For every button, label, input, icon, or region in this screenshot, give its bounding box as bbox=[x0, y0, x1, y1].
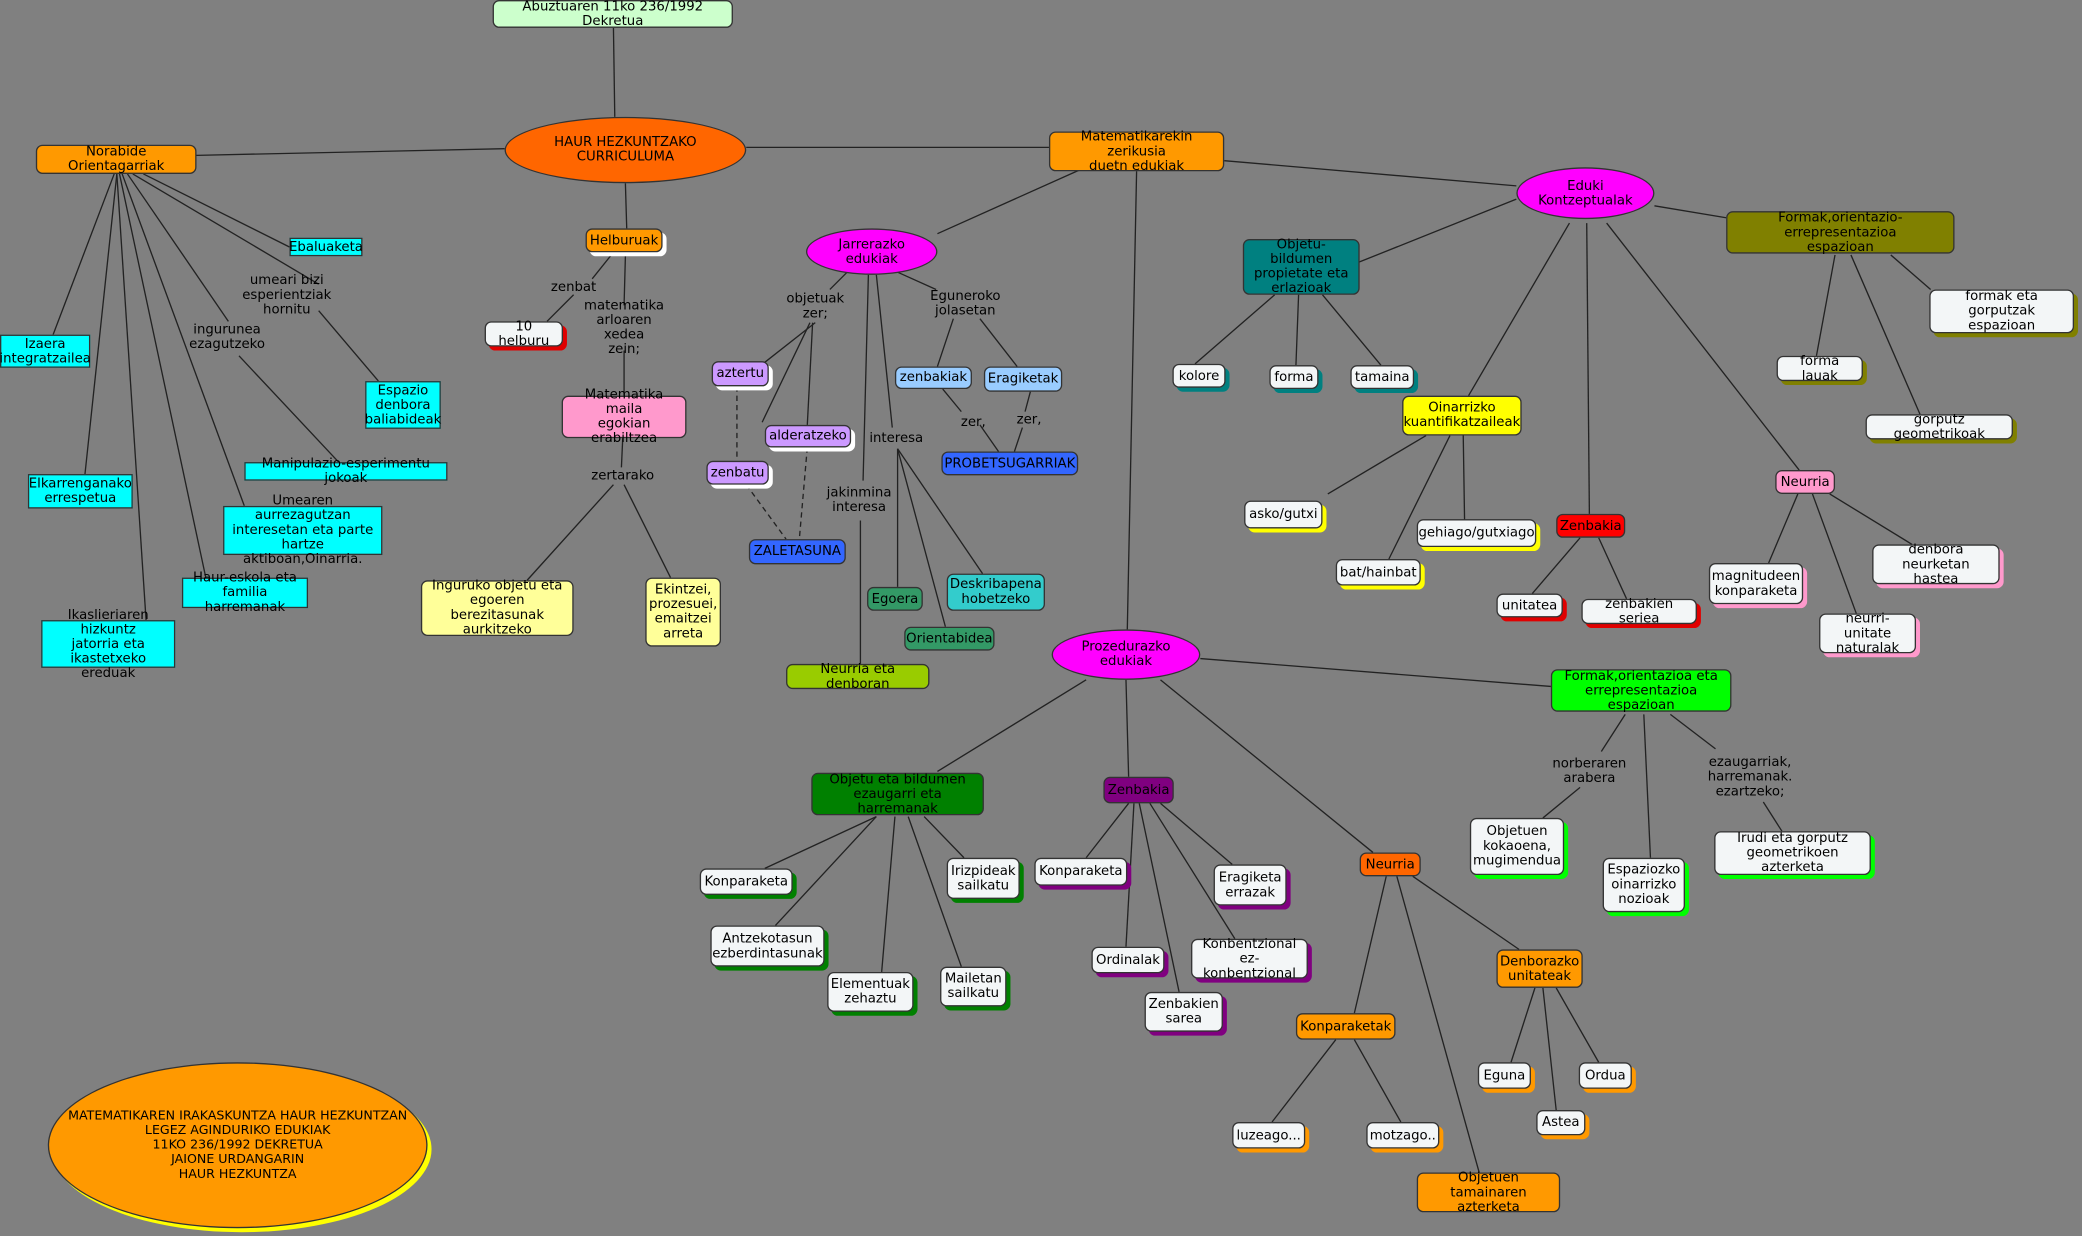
mailetan-node[interactable]: Mailetan sailkatu bbox=[940, 966, 1007, 1007]
obj-properties-node[interactable]: Objetu-bildumen propietate eta erlazioak bbox=[1242, 238, 1360, 296]
label-interesa: interesa bbox=[869, 431, 924, 447]
objectives-node[interactable]: Helburuak bbox=[585, 228, 663, 253]
obj-features-node[interactable]: Objetu eta bildumen ezaugarri eta harrem… bbox=[811, 772, 984, 816]
zaletasuna-node[interactable]: ZALETASUNA bbox=[748, 539, 846, 565]
konbentzional-node[interactable]: Konbentzional ez-konbentzional bbox=[1191, 937, 1308, 981]
eragiketak-node[interactable]: Eragiketak bbox=[983, 366, 1063, 392]
label-ingurunea: ingurunea ezagutzeko bbox=[189, 322, 265, 352]
neurri-unitate-node[interactable]: neurri-unitate naturalak bbox=[1819, 611, 1917, 655]
eragiketa-errazak-node[interactable]: Eragiketa errazak bbox=[1213, 864, 1287, 906]
mutual-respect-node[interactable]: Elkarrenganako errespetua bbox=[27, 474, 133, 509]
konparaketak-node[interactable]: Konparaketak bbox=[1295, 1013, 1396, 1040]
astea-node[interactable]: Astea bbox=[1536, 1110, 1586, 1136]
unitatea-node[interactable]: unitatea bbox=[1496, 593, 1563, 618]
label-objetuak-zer: objetuak zer; bbox=[786, 291, 845, 321]
integrated-node[interactable]: Izaera integratzailea bbox=[0, 334, 91, 368]
shapes-p-node[interactable]: Formak,orientazioa eta errepresentazioa … bbox=[1550, 669, 1732, 712]
espaziozko-node[interactable]: Espaziozko oinarrizko nozioak bbox=[1602, 857, 1685, 913]
probetsugarriak-node[interactable]: PROBETSUGARRIAK bbox=[941, 451, 1079, 476]
egoera-node[interactable]: Egoera bbox=[867, 586, 923, 611]
tamaina-node[interactable]: tamaina bbox=[1350, 365, 1415, 390]
curriculum-node[interactable]: HAUR HEZKUNTZAKO CURRICULUMA bbox=[504, 116, 747, 184]
konparaketa-2-node[interactable]: Konparaketa bbox=[1034, 857, 1128, 886]
flat-shapes-node[interactable]: forma lauak bbox=[1776, 354, 1863, 383]
denborazko-node[interactable]: Denborazko unitateak bbox=[1496, 949, 1583, 988]
irudi-node[interactable]: Irudi eta gorputz geometrikoen azterketa bbox=[1714, 831, 1871, 876]
luzeago-node[interactable]: luzeago... bbox=[1232, 1121, 1306, 1149]
time-measure-node[interactable]: denbora neurketan hastea bbox=[1872, 542, 2000, 586]
orientabidea-node[interactable]: Orientabidea bbox=[904, 626, 995, 651]
actions-node[interactable]: Ekintzei, prozesuei, emaitzei arreta bbox=[645, 577, 721, 647]
zenbakien-seriea-node[interactable]: zenbakien seriea bbox=[1581, 597, 1697, 626]
measure-time-node[interactable]: Neurria eta denboran bbox=[786, 662, 930, 691]
irizpideak-node[interactable]: Irizpideak sailkatu bbox=[946, 857, 1020, 899]
konparaketa-1-node[interactable]: Konparaketa bbox=[699, 868, 793, 895]
label-eguneroko: Eguneroko jolasetan bbox=[930, 289, 1001, 319]
neurria-p-node[interactable]: Neurria bbox=[1359, 852, 1421, 877]
zenbatu-node[interactable]: zenbatu bbox=[706, 460, 769, 485]
forma-node[interactable]: forma bbox=[1269, 365, 1319, 390]
shapes-node[interactable]: Formak,orientazio-errepresentazioa espaz… bbox=[1726, 210, 1955, 254]
kokaoena-node[interactable]: Objetuen kokaoena, mugimendua bbox=[1469, 817, 1565, 876]
conceptual-node[interactable]: Eduki Kontzeptualak bbox=[1516, 167, 1655, 220]
antzekotasun-node[interactable]: Antzekotasun ezberdintasunak bbox=[710, 925, 825, 967]
environment-objects-node[interactable]: Inguruko objetu eta egoeren berezitasuna… bbox=[420, 579, 574, 637]
zenbakiak-node[interactable]: zenbakiak bbox=[894, 366, 972, 390]
label-zenbat: zenbat bbox=[550, 279, 597, 295]
aztertu-node[interactable]: aztertu bbox=[711, 361, 769, 387]
bat-node[interactable]: bat/hainbat bbox=[1335, 559, 1421, 586]
neurria-c-node[interactable]: Neurria bbox=[1775, 470, 1836, 494]
magnitudes-node[interactable]: magnitudeen konparaketa bbox=[1708, 562, 1804, 605]
elementuak-node[interactable]: Elementuak zehaztu bbox=[827, 971, 914, 1012]
zenbakia-c-node[interactable]: Zenbakia bbox=[1556, 513, 1626, 538]
zenbakien-sarea-node[interactable]: Zenbakien sarea bbox=[1144, 991, 1223, 1032]
math-use-node[interactable]: Matematika maila egokian erabiltzea bbox=[561, 388, 687, 446]
zenbakia-p-node[interactable]: Zenbakia bbox=[1103, 776, 1174, 804]
evaluation-node[interactable]: Ebaluaketa bbox=[289, 237, 363, 257]
bodies-node[interactable]: formak eta gorputzak espazioan bbox=[1929, 289, 2075, 334]
ten-objectives-node[interactable]: 10 helburu bbox=[484, 319, 563, 349]
alderatzeko-node[interactable]: alderatzeko bbox=[764, 424, 852, 448]
geo-bodies-node[interactable]: gorputz geometrikoak bbox=[1865, 412, 2013, 441]
student-language-node[interactable]: Ikaslieriaren hizkuntz jatorria eta ikas… bbox=[41, 607, 176, 680]
procedural-node[interactable]: Prozedurazko edukiak bbox=[1051, 629, 1201, 680]
asko-node[interactable]: asko/gutxi bbox=[1244, 500, 1323, 529]
manipulation-node[interactable]: Manipulazio-esperimentu jokoak bbox=[244, 457, 448, 486]
space-time-node[interactable]: Espazio denbora baliabideak bbox=[364, 381, 442, 429]
prior-knowledge-node[interactable]: Umearen aurrezagutzan interesetan eta pa… bbox=[223, 494, 383, 567]
deskribapena-node[interactable]: Deskribapena hobetzeko bbox=[946, 573, 1045, 611]
label-zer-2: zer, bbox=[1016, 412, 1042, 427]
summary-node[interactable]: MATEMATIKAREN IRAKASKUNTZA HAUR HEZKUNTZ… bbox=[47, 1062, 428, 1229]
decree-node[interactable]: Abuztuaren 11ko 236/1992 Dekretua bbox=[492, 0, 733, 29]
label-zertarako: zertarako bbox=[591, 468, 655, 484]
guidelines-node[interactable]: Norabide Orientagarriak bbox=[35, 144, 197, 174]
ordua-node[interactable]: Ordua bbox=[1578, 1062, 1632, 1089]
attitudinal-node[interactable]: Jarrerazko edukiak bbox=[805, 228, 938, 275]
label-umeari: umeari bizi esperientziak hornitu bbox=[242, 272, 332, 317]
label-matematika-arloaren: matematika arloaren xedea zein; bbox=[584, 298, 665, 358]
objetuen-tamaina-node[interactable]: Objetuen tamainaren azterketa bbox=[1416, 1170, 1561, 1214]
school-family-node[interactable]: Haur-eskola eta familia harremanak bbox=[181, 571, 309, 615]
label-zer-1: zer, bbox=[960, 414, 986, 430]
quantifiers-node[interactable]: Oinarrizko kuantifikatzaileak bbox=[1402, 395, 1522, 436]
eguna-node[interactable]: Eguna bbox=[1477, 1062, 1531, 1089]
motzago-node[interactable]: motzago.. bbox=[1366, 1121, 1440, 1149]
label-jakinmina: jakinmina interesa bbox=[826, 485, 892, 516]
gehiago-node[interactable]: gehiago/gutxiago bbox=[1416, 519, 1537, 548]
ordinalak-node[interactable]: Ordinalak bbox=[1091, 946, 1165, 974]
label-norberaren: norberaren arabera bbox=[1552, 756, 1627, 786]
kolore-node[interactable]: kolore bbox=[1172, 363, 1226, 388]
label-ezaugarriak: ezaugarriak, harremanak. ezartzeko; bbox=[1707, 754, 1793, 799]
math-contents-node[interactable]: Matematikarekin zerikusia duetn edukiak bbox=[1048, 129, 1225, 173]
